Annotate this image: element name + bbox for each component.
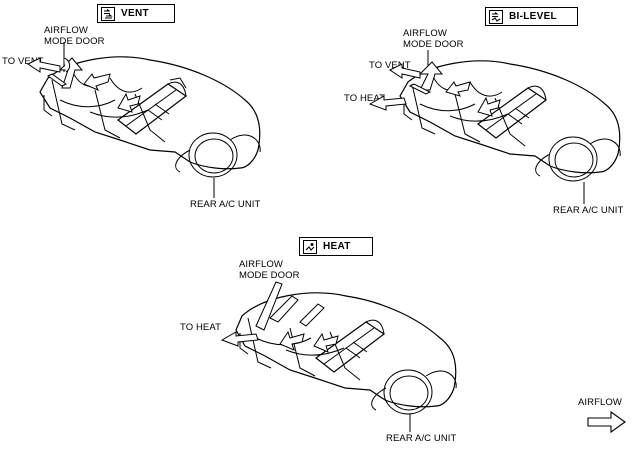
- heat-mode-badge: HEAT: [299, 237, 373, 256]
- bi-level-mode-label: BI-LEVEL: [509, 11, 557, 22]
- vent-door-label: AIRFLOW MODE DOOR: [44, 25, 105, 47]
- bi-level-unit-label: REAR A/C UNIT: [553, 205, 624, 216]
- bi-level-rear-ac-unit-drawing: [399, 50, 621, 204]
- heat-to-heat-label: TO HEAT: [180, 322, 221, 333]
- bi-level-door-flap: [408, 83, 432, 95]
- bi-level-airflow-arrows: [368, 61, 501, 117]
- bi-level-mode-badge: BI-LEVEL: [485, 7, 578, 26]
- heat-mode-label: HEAT: [323, 241, 351, 252]
- bi-level-to-heat-label: TO HEAT: [344, 93, 385, 104]
- bi-level-door-label: AIRFLOW MODE DOOR: [403, 28, 464, 50]
- heat-airflow-arrows: [220, 330, 339, 353]
- vent-mode-icon: [101, 6, 115, 21]
- airflow-legend-label: AIRFLOW: [578, 397, 622, 408]
- bi-level-mode-icon: [489, 9, 503, 24]
- heat-mode-icon: [303, 239, 317, 254]
- bi-level-to-vent-label: TO VENT: [369, 60, 411, 71]
- airflow-arrow-icon: [587, 410, 626, 434]
- vent-mode-label: VENT: [121, 8, 149, 19]
- vent-airflow-arrows: [27, 57, 141, 113]
- vent-door-flap: [47, 57, 71, 87]
- heat-unit-label: REAR A/C UNIT: [386, 433, 457, 444]
- vent-unit-label: REAR A/C UNIT: [190, 199, 261, 210]
- vent-mode-badge: VENT: [97, 4, 175, 23]
- heat-door-panel: [255, 281, 325, 331]
- heat-door-label: AIRFLOW MODE DOOR: [239, 259, 300, 281]
- vent-to-vent-label: TO VENT: [2, 56, 44, 67]
